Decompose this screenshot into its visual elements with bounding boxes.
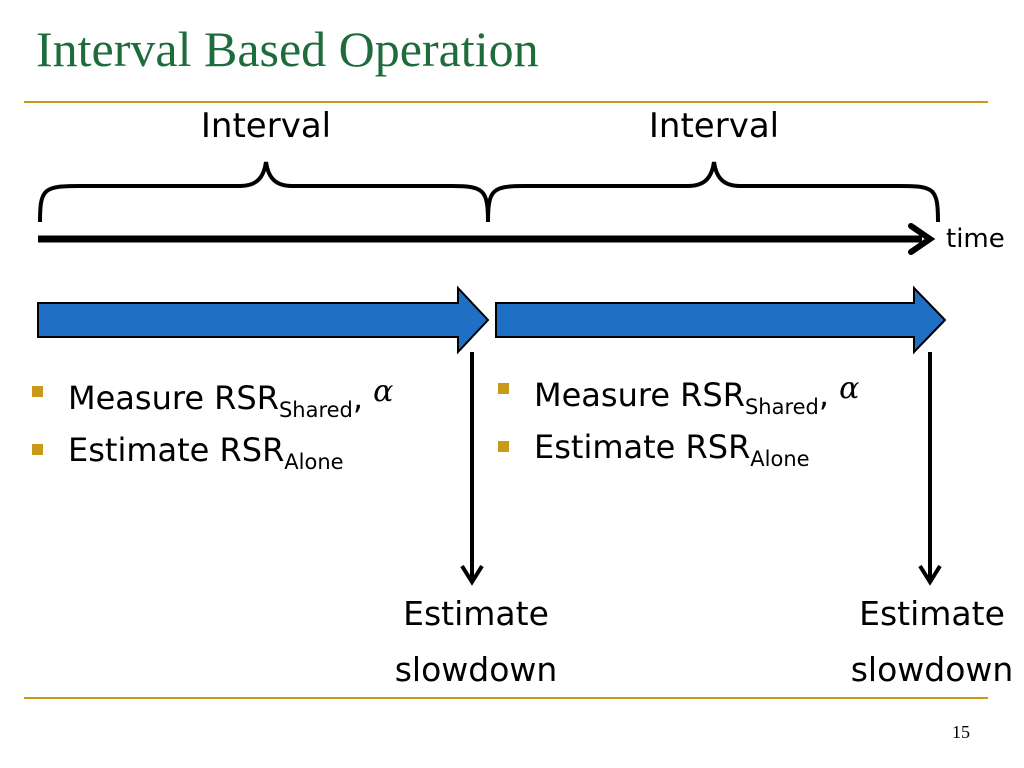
bullet-measure: Measure RSRShared, α [496,369,859,427]
block-arrow-1 [37,285,490,355]
bullet-square-icon [498,441,509,452]
page-number: 15 [952,722,970,742]
bullet-measure: Measure RSRShared, α [30,372,393,430]
comma: , [352,379,364,417]
estimate-line: Estimate [403,594,549,633]
estimate-text: Estimate RSR [534,428,751,466]
alpha-symbol: α [373,374,394,409]
interval-brace-2 [486,161,940,223]
alpha-symbol: α [839,371,860,406]
bullet-square-icon [498,383,509,394]
bullet-square-icon [32,444,43,455]
interval-brace-1 [38,161,490,223]
footer-divider [24,697,988,699]
measure-text: Measure RSR [68,379,279,417]
estimate-subscript: Alone [750,447,810,471]
bullet-square-icon [32,386,43,397]
measure-subscript: Shared [744,395,819,419]
measure-subscript: Shared [278,398,353,422]
block-arrow-2 [495,285,947,355]
estimate-text: Estimate RSR [68,431,285,469]
slowdown-line: slowdown [394,650,558,689]
down-arrow-1-head [460,564,484,586]
estimate-subscript: Alone [284,450,344,474]
comma: , [818,376,830,414]
bullet-estimate: Estimate RSRAlone [496,427,859,485]
slide-title: Interval Based Operation [36,21,539,77]
interval-label-2: Interval [648,106,780,146]
measure-text: Measure RSR [534,376,745,414]
down-arrow-2-head [918,564,942,586]
estimate-line: Estimate [859,594,1005,633]
estimate-slowdown-2: Estimate slowdown [832,586,1024,698]
phase-1-bullets: Measure RSRShared, α Estimate RSRAlone [30,372,393,488]
interval-label-1: Interval [200,106,332,146]
estimate-slowdown-1: Estimate slowdown [376,586,576,698]
time-axis-arrowhead [908,223,936,255]
time-axis-label: time [946,224,1005,254]
title-divider [24,101,988,103]
bullet-estimate: Estimate RSRAlone [30,430,393,488]
slowdown-line: slowdown [850,650,1014,689]
phase-2-bullets: Measure RSRShared, α Estimate RSRAlone [496,369,859,485]
